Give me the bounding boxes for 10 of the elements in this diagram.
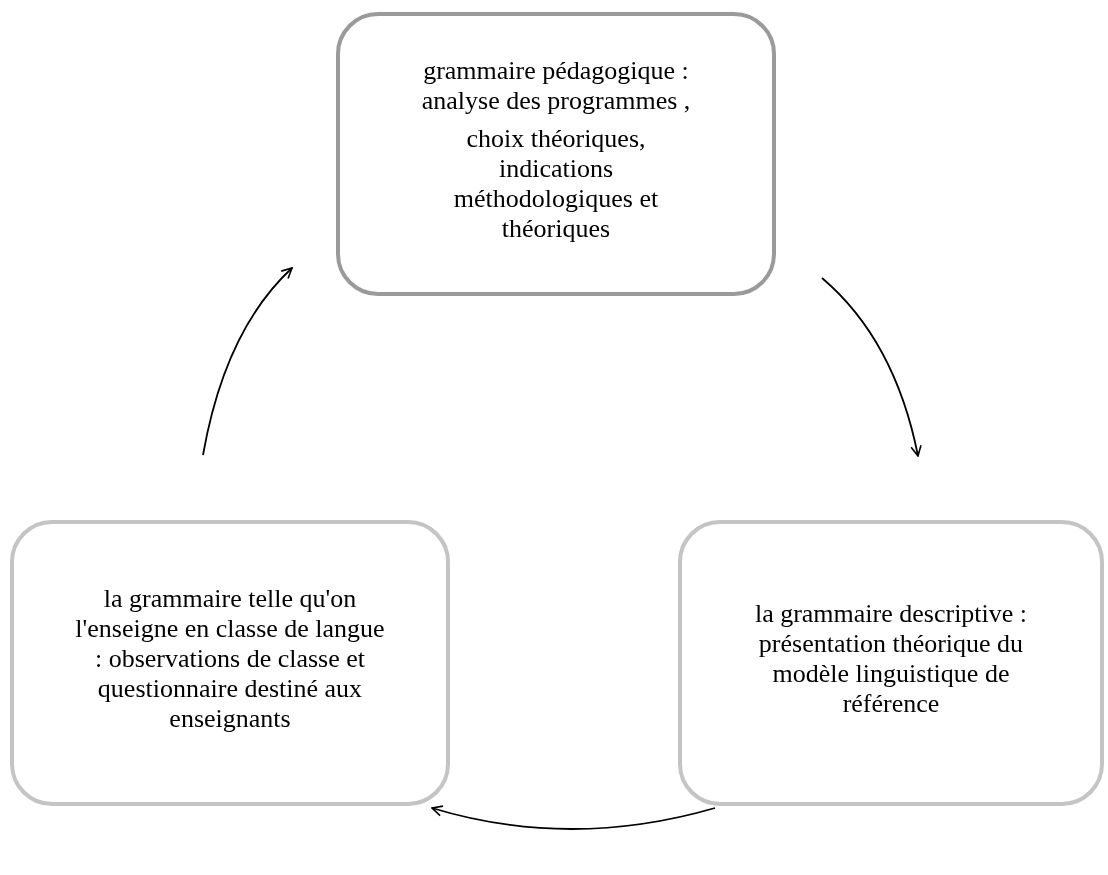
rounded-box	[10, 520, 450, 806]
rounded-box	[678, 520, 1104, 806]
box-text: choix théoriques, indications méthodologiques et théoriques	[452, 124, 660, 244]
curved-arrow	[202, 267, 293, 456]
curved-arrow	[821, 277, 922, 457]
box-text: la grammaire telle qu'on l'enseigne en classe de langue : observations de classe et questionnaire destiné aux enseignants	[74, 584, 386, 734]
curved-arrow	[431, 805, 716, 830]
box-text: grammaire pédagogique : analyse des programmes ,	[420, 56, 692, 117]
rounded-box	[336, 12, 776, 296]
box-text: la grammaire descriptive : présentation théorique du modèle linguistique de référence	[753, 599, 1029, 719]
